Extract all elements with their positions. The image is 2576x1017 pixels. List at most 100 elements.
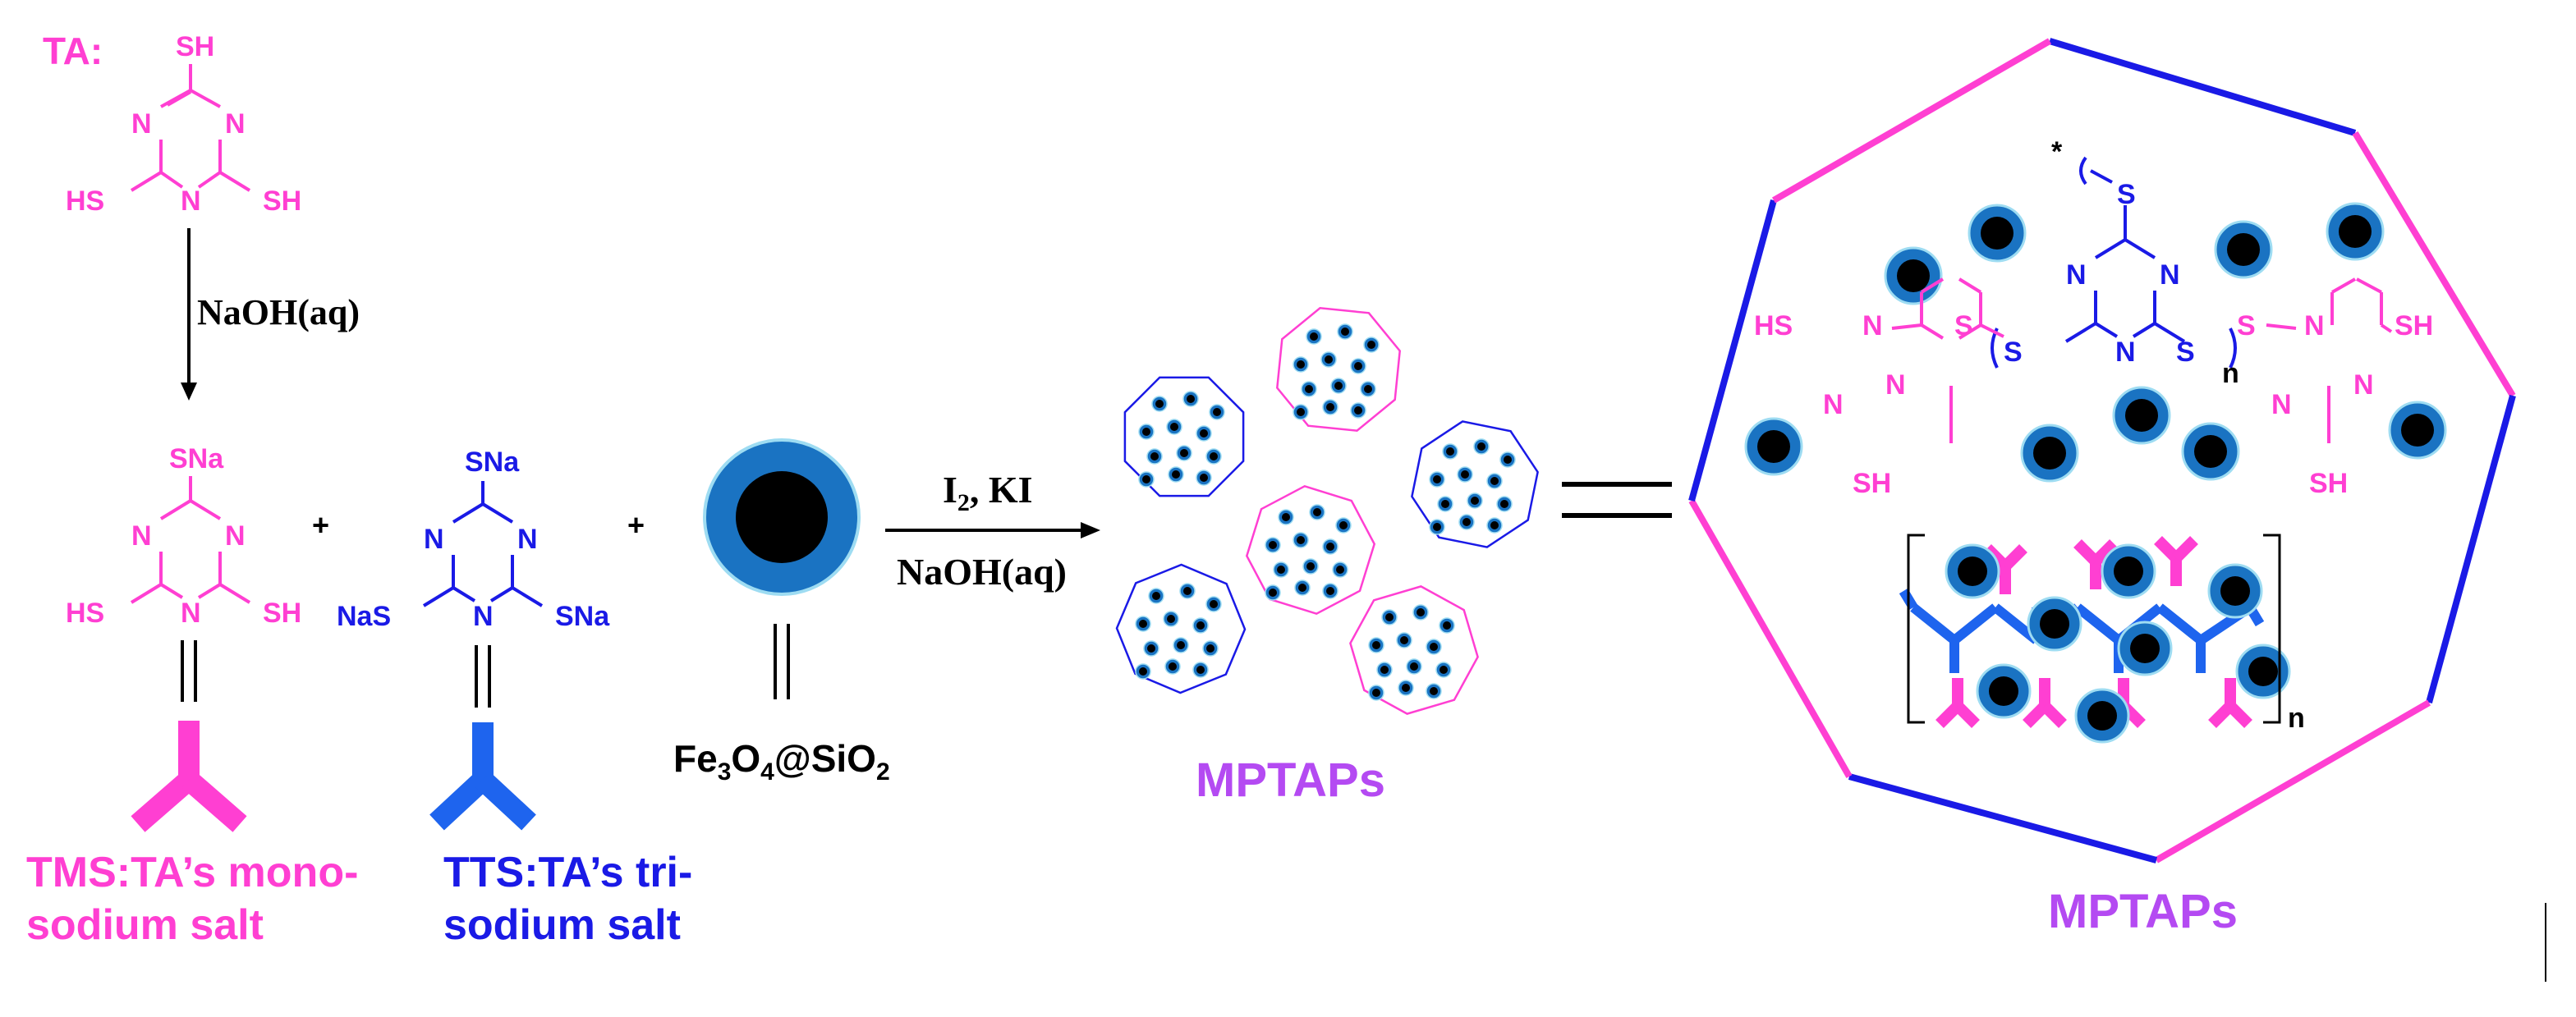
- nanoparticle-core: [1200, 474, 1208, 482]
- nanoparticle-core: [2087, 701, 2117, 731]
- nanoparticle-core: [1441, 500, 1449, 508]
- core-shell-nanoparticle: [703, 438, 861, 596]
- nanoparticle-core: [2033, 437, 2066, 470]
- nanoparticle-core: [1385, 613, 1394, 621]
- tts-caption-line2: sodium salt: [443, 901, 681, 949]
- linker-arm: [2073, 539, 2100, 566]
- nanoparticle-core: [1298, 584, 1306, 592]
- nanoparticle-core: [1155, 400, 1164, 408]
- nanoparticle-core: [1172, 470, 1180, 479]
- nanoparticle-equals: [774, 624, 790, 699]
- linker-arm: [2226, 702, 2252, 728]
- linker-arm: [2172, 536, 2198, 562]
- ta-n1: N: [131, 108, 152, 140]
- particle-outline: [1123, 376, 1245, 497]
- tts-structure: SNa N N N NaS SNa: [337, 447, 610, 632]
- nanoparticle-core: [2114, 557, 2143, 586]
- linker-y-icon: [1935, 678, 1980, 728]
- nanoparticle-core: [1269, 589, 1277, 597]
- nanoparticle-core: [1334, 382, 1343, 390]
- nanoparticle-core: [1282, 513, 1290, 521]
- nanoparticle-core: [1380, 666, 1389, 674]
- ta-sh-right: SH: [263, 186, 301, 217]
- polymer-formula: * S N N N S S n HS N N N SH S S N N N SH: [1754, 136, 2433, 499]
- particle-outline: [1115, 563, 1247, 694]
- nanoparticle-core: [1167, 615, 1175, 623]
- equivalence-sign: [1562, 482, 1672, 518]
- nanoparticle-core: [1200, 429, 1208, 437]
- nanoparticle-core: [1306, 562, 1315, 570]
- polymer-s-right: S: [2176, 337, 2195, 368]
- linker-arm: [2154, 536, 2180, 562]
- tts-sna-top: SNa: [465, 447, 520, 478]
- tms-structure: SNa N N N HS SH: [66, 443, 301, 629]
- network-brackets: [1907, 534, 2281, 724]
- polymer-right-n3: N: [2353, 369, 2374, 401]
- nanoparticle-core: [2125, 399, 2158, 432]
- nanoparticle-core: [2248, 657, 2278, 686]
- plus-2: +: [627, 508, 645, 542]
- nanoparticle-core: [1462, 518, 1471, 526]
- ta-sh-top: SH: [176, 31, 214, 62]
- linker-y-icon: [2154, 536, 2198, 586]
- mptaps-small-label: MPTAPs: [1196, 754, 1385, 807]
- tms-caption-line1: TMS:TA’s mono-: [26, 849, 358, 896]
- backbone-segment: [1910, 603, 1958, 644]
- linker-y-icon: [2023, 678, 2067, 728]
- tts-y-icon: [429, 722, 536, 831]
- polymer-left-n3: N: [1885, 369, 1906, 401]
- nanoparticle-core: [1958, 557, 1987, 586]
- nanoparticle-core: [2339, 215, 2372, 248]
- tms-equals: [181, 640, 197, 702]
- particle-outline: [1349, 585, 1479, 715]
- nanoparticle-core: [1440, 666, 1448, 674]
- nanoparticle-core: [1433, 523, 1441, 531]
- linker-y-icon: [2073, 539, 2118, 589]
- nanoparticle-core: [1410, 662, 1418, 671]
- mptaps-small-particle: [1411, 420, 1539, 548]
- nanoparticle-core: [1269, 541, 1277, 549]
- nanoparticle-core: [2220, 576, 2250, 606]
- polymer-n1: N: [2066, 259, 2087, 291]
- tts-equals: [475, 645, 491, 708]
- polymer-s-top: S: [2117, 179, 2136, 210]
- nanoparticle-core: [1981, 217, 2014, 250]
- linker-arm: [2041, 702, 2067, 728]
- nanoparticle-core: [2040, 609, 2069, 639]
- nanoparticle-core: [1142, 475, 1150, 483]
- nanoparticle-core: [1305, 385, 1313, 393]
- nanoparticle-core: [1325, 355, 1333, 364]
- step1-reagent: NaOH(aq): [197, 292, 360, 332]
- nanoparticle-core: [1417, 608, 1425, 616]
- tms-n2: N: [225, 520, 246, 552]
- nanoparticle-core: [2227, 233, 2260, 266]
- nanoparticle-core: [1341, 328, 1349, 336]
- tms-n1: N: [131, 520, 152, 552]
- backbone-segment: [1951, 603, 1999, 644]
- polymer-sh-bottom-left: SH: [1853, 468, 1891, 499]
- nanoparticle-core: [1169, 662, 1177, 671]
- linker-arm: [2092, 539, 2118, 566]
- nanoparticle-core: [1364, 385, 1372, 393]
- step2-reagent-bottom: NaOH(aq): [897, 551, 1067, 593]
- nanoparticle-core: [1336, 566, 1344, 574]
- tts-sna-right: SNa: [555, 601, 610, 632]
- nanoparticle-core: [1367, 341, 1375, 349]
- nanoparticle-core: [1170, 423, 1178, 431]
- nanoparticle-core: [1297, 408, 1305, 416]
- polymer-n2: N: [2160, 259, 2180, 291]
- nanoparticle-core: [2401, 414, 2434, 447]
- mptaps-large-label: MPTAPs: [2048, 885, 2238, 938]
- polymer-hs-left: HS: [1754, 310, 1793, 341]
- linker-arm: [1935, 702, 1962, 728]
- particle-outline: [1411, 420, 1539, 548]
- nanoparticle-core: [1210, 452, 1218, 460]
- step1-arrow: NaOH(aq): [181, 228, 360, 401]
- tms-n3: N: [181, 598, 201, 629]
- nanoparticle-core: [1354, 406, 1362, 415]
- mptaps-particle-cluster: [1115, 307, 1539, 715]
- nanoparticle-core: [1139, 667, 1147, 676]
- nanoparticle-core: [1313, 508, 1321, 516]
- ta-n3: N: [181, 186, 201, 217]
